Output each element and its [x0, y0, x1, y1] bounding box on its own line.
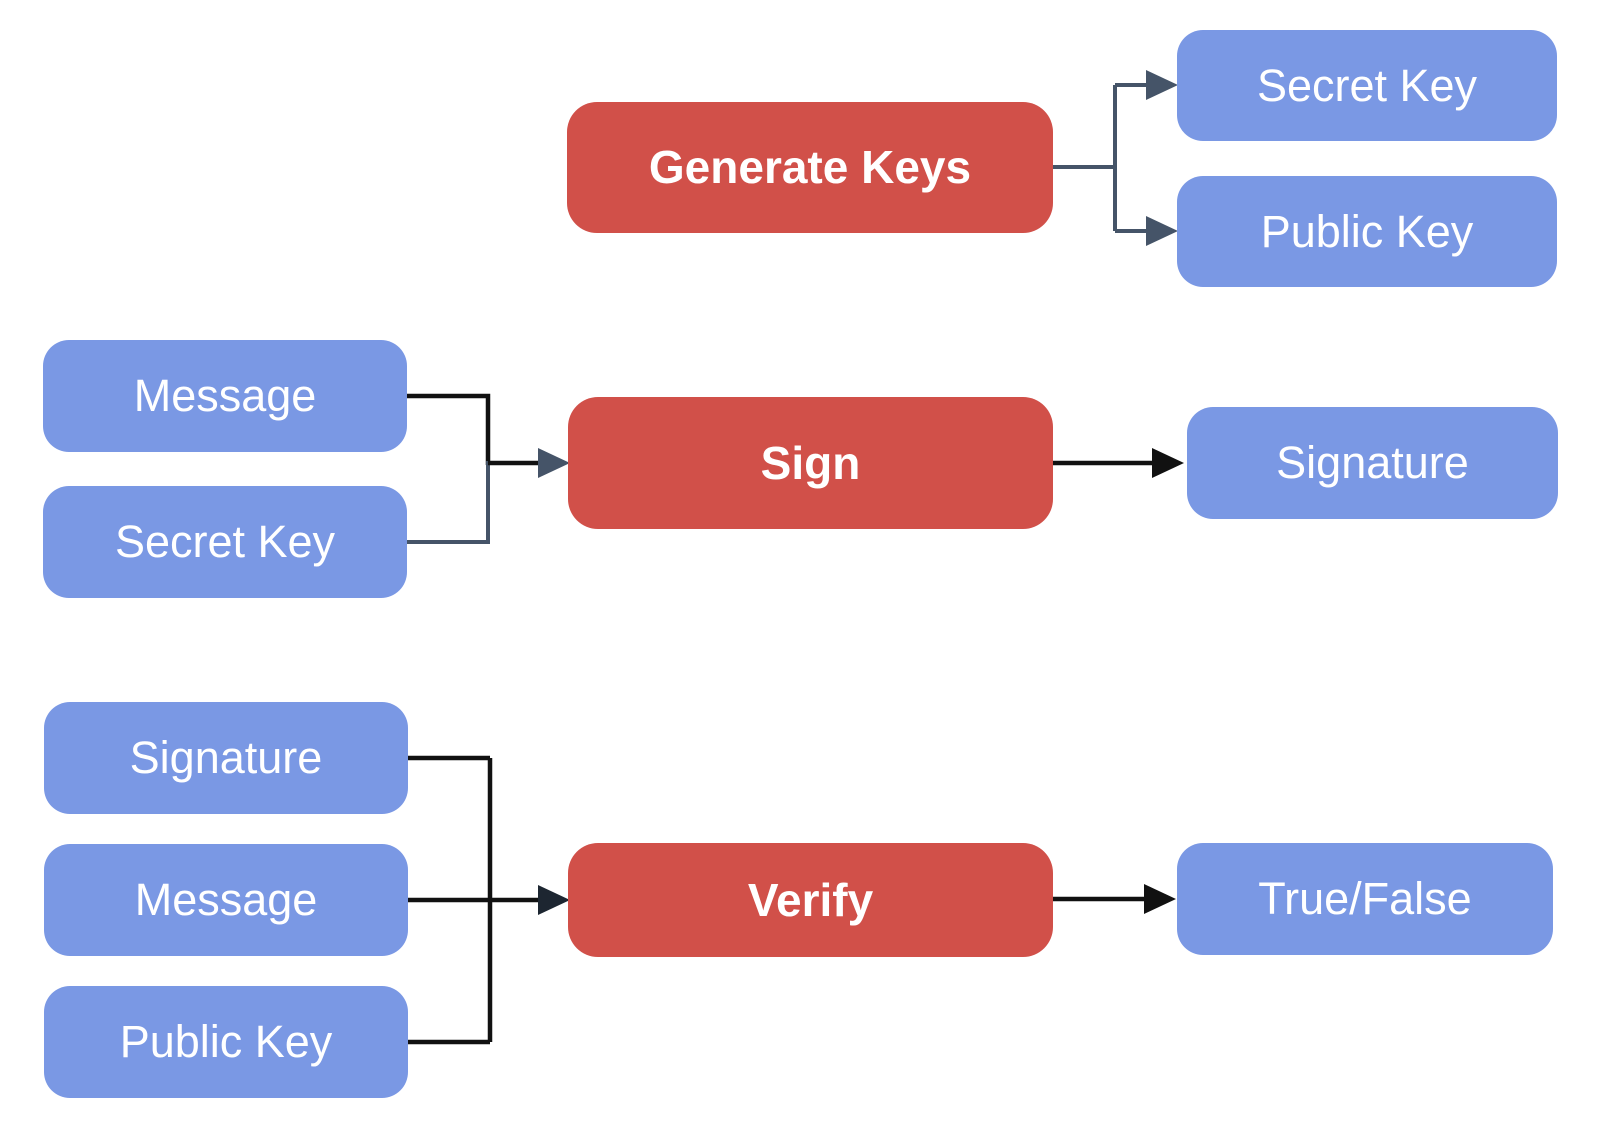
- arrowhead-to-signature: [1152, 448, 1184, 478]
- arrowhead-to-secret-key: [1146, 70, 1178, 100]
- output-node-signature: Signature: [1187, 407, 1558, 519]
- input-node-message-verify: Message: [44, 844, 408, 956]
- connector-message-to-sign: [407, 393, 491, 465]
- output-node-public-key: Public Key: [1177, 176, 1557, 287]
- input-node-signature-verify: Signature: [44, 702, 408, 814]
- process-node-generate-keys: Generate Keys: [567, 102, 1053, 233]
- process-node-sign: Sign: [568, 397, 1053, 529]
- output-node-secret-key: Secret Key: [1177, 30, 1557, 141]
- arrowhead-to-sign: [538, 448, 570, 478]
- input-node-message-sign: Message: [43, 340, 407, 452]
- connector-inputs-to-verify: [408, 755, 538, 1045]
- process-node-verify: Verify: [568, 843, 1053, 957]
- connector-secret-key-to-sign: [407, 461, 490, 544]
- arrowhead-to-verify: [538, 885, 570, 915]
- arrowhead-to-truefalse: [1144, 884, 1176, 914]
- input-node-public-key-verify: Public Key: [44, 986, 408, 1098]
- output-node-true-false: True/False: [1177, 843, 1553, 955]
- arrowhead-to-public-key: [1146, 216, 1178, 246]
- input-node-secret-key-sign: Secret Key: [43, 486, 407, 598]
- connector-generate-branch: [1053, 83, 1146, 233]
